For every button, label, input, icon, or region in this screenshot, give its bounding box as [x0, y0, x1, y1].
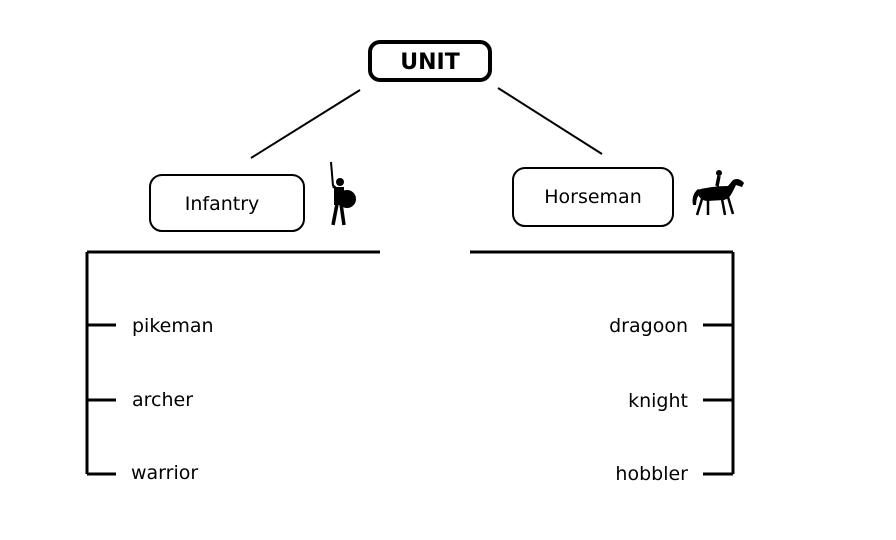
- infantry-member-bracket: [85, 250, 380, 476]
- infantry-label: Infantry: [185, 193, 260, 215]
- infantry-member-pikeman: pikeman: [132, 315, 214, 337]
- horseman-member-dragoon: dragoon: [609, 315, 688, 337]
- connector-root-to-infantry: [250, 89, 361, 159]
- infantry-member-archer: archer: [132, 389, 193, 411]
- horseman-label: Horseman: [544, 186, 642, 208]
- horse-rider-icon: [692, 170, 744, 216]
- infantry-soldier-icon: [330, 161, 356, 226]
- root-node: UNIT: [368, 40, 492, 82]
- horseman-member-hobbler: hobbler: [615, 463, 688, 485]
- horseman-member-bracket: [470, 250, 735, 476]
- category-node-infantry: Infantry: [149, 174, 305, 232]
- infantry-member-warrior: warrior: [131, 462, 198, 484]
- root-box: [368, 40, 492, 82]
- connector-root-to-horseman: [497, 87, 603, 155]
- horseman-member-knight: knight: [628, 390, 688, 412]
- category-node-horseman: Horseman: [512, 167, 674, 227]
- infantry-box: [149, 174, 305, 232]
- horseman-box: [512, 167, 674, 227]
- root-label: UNIT: [400, 50, 459, 75]
